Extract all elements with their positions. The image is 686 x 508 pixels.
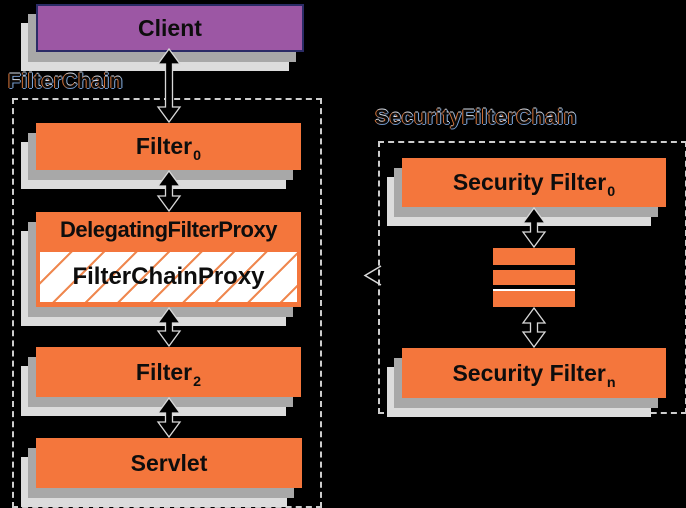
- arrow-securityfilter0-ellipsis-icon: [521, 206, 547, 249]
- delegating-filter-proxy-label: DelegatingFilterProxy: [60, 217, 277, 242]
- servlet-box: Servlet: [36, 438, 302, 488]
- ellipsis-separator: [493, 289, 575, 291]
- arrow-filter0-delegatingfilterproxy-icon: [156, 169, 182, 213]
- filter0-subscript: 0: [193, 148, 202, 165]
- security-filtern-box: Security Filtern: [402, 348, 666, 398]
- filter2-subscript: 2: [193, 373, 202, 390]
- security-filtern-subscript: n: [606, 374, 616, 391]
- filter2-box: Filter2: [36, 347, 301, 397]
- ellipsis-bar: [493, 270, 575, 285]
- arrow-ellipsis-securityfiltern-icon: [521, 306, 547, 349]
- security-filtern-label: Security Filtern: [452, 359, 616, 391]
- delegating-filter-proxy-box: DelegatingFilterProxy FilterChainProxy: [36, 212, 301, 307]
- link-arrowhead-icon: [363, 265, 382, 286]
- ellipsis-bar: [493, 291, 575, 307]
- security-filter0-box: Security Filter0: [402, 158, 666, 207]
- client-label: Client: [138, 14, 202, 41]
- filter0-label: Filter0: [135, 133, 202, 165]
- securityfilterchain-label: SecurityFilterChain: [375, 106, 578, 129]
- servlet-label: Servlet: [130, 449, 208, 476]
- filter-chain-proxy-label: FilterChainProxy: [72, 263, 265, 290]
- security-filter0-subscript: 0: [607, 184, 616, 201]
- arrow-client-filter0-icon: [156, 47, 182, 124]
- arrow-delegatingfilterproxy-filter2-icon: [156, 306, 182, 348]
- filterchain-label: FilterChain: [8, 70, 124, 93]
- arrow-filter2-servlet-icon: [156, 396, 182, 439]
- filter2-label: Filter2: [135, 358, 202, 390]
- security-filter0-label: Security Filter0: [452, 169, 616, 201]
- filter-chain-proxy-box: FilterChainProxy: [40, 252, 297, 302]
- ellipsis-bar: [493, 248, 575, 265]
- filter0-box: Filter0: [36, 123, 301, 170]
- client-box: Client: [36, 4, 304, 52]
